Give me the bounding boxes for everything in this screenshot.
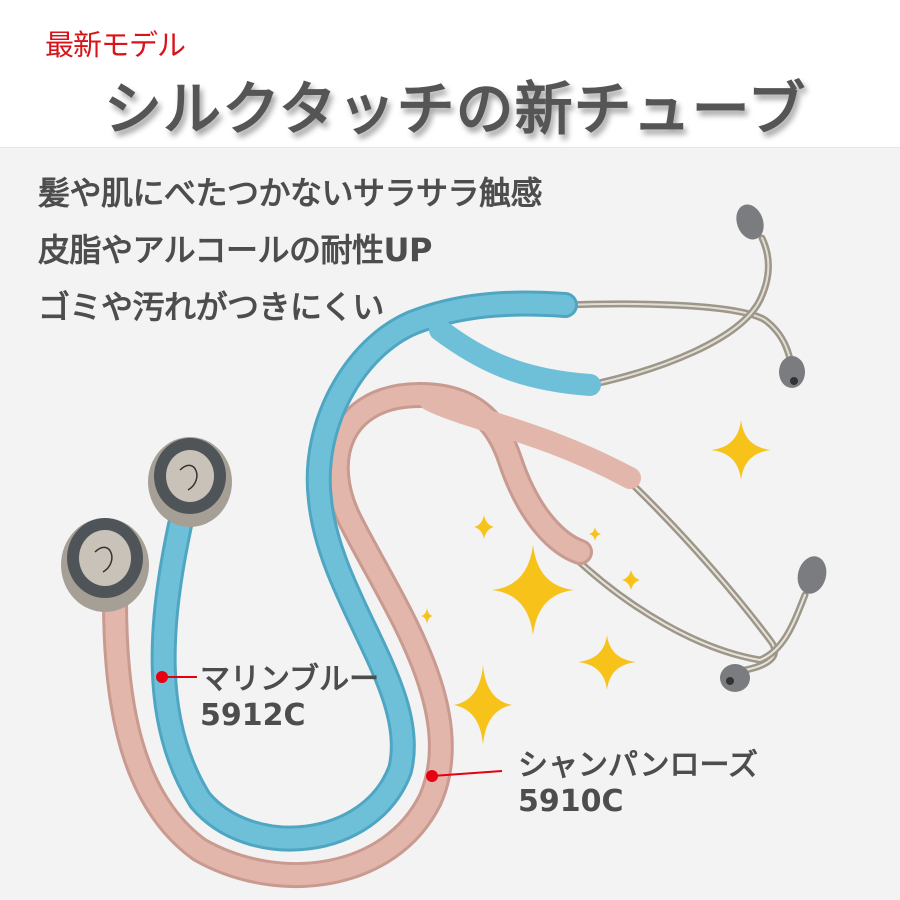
rose-chestpiece (61, 518, 149, 612)
sparkle-icon (421, 608, 433, 624)
sparkle-icon (622, 570, 640, 590)
headline: シルクタッチの新チューブ (104, 75, 807, 143)
header-banner: 最新モデル シルクタッチの新チューブ (0, 0, 900, 148)
marine-blue-tube (150, 290, 601, 852)
sparkle-icon (492, 545, 574, 635)
product-name: マリンブルー (200, 662, 380, 697)
feature-item: 皮脂やアルコールの耐性UP (38, 231, 432, 269)
feature-item: ゴミや汚れがつきにくい (38, 288, 384, 326)
sparkle-icon (454, 665, 512, 745)
blue-binaural (561, 234, 796, 389)
earpiece-icon (736, 204, 805, 388)
sparkle-icon (711, 420, 771, 480)
stethoscope-illustration (61, 204, 827, 888)
sparkle-icon (589, 527, 601, 541)
callout-pointer-rose (426, 770, 503, 782)
rose-binaural (568, 476, 809, 674)
blue-chestpiece (148, 437, 232, 527)
sparkle-icon (578, 635, 636, 690)
product-code: 5912C (200, 698, 306, 733)
champagne-rose-tube (102, 381, 641, 888)
new-model-kicker: 最新モデル (45, 28, 186, 62)
sparkle-icon (474, 515, 494, 539)
earpiece-icon (720, 556, 827, 692)
product-label-champagne-rose: シャンパンローズ 5910C (518, 748, 758, 820)
product-name: シャンパンローズ (518, 748, 758, 783)
feature-list: 髪や肌にべたつかないサラサラ触感 皮脂やアルコールの耐性UP ゴミや汚れがつきに… (38, 165, 543, 336)
product-label-marine-blue: マリンブルー 5912C (200, 662, 379, 734)
sparkles (421, 420, 771, 745)
product-code: 5910C (518, 784, 624, 819)
callout-pointer-blue (156, 671, 197, 683)
feature-item: 髪や肌にべたつかないサラサラ触感 (38, 174, 543, 212)
